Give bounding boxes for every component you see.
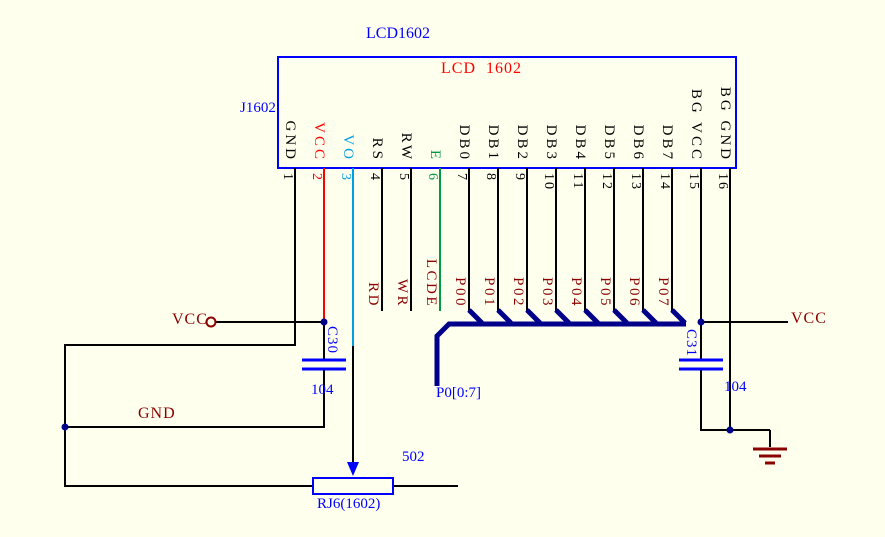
bus-entry-p04 xyxy=(583,308,600,325)
pin-name-db1: DB1 xyxy=(485,124,501,162)
pin-num-13: 13 xyxy=(628,173,643,191)
pin-num-9: 9 xyxy=(512,173,527,182)
bus-entry-p01 xyxy=(496,308,513,325)
net-label-p06: P06 xyxy=(626,277,642,308)
capacitors xyxy=(302,358,723,371)
pin-num-5: 5 xyxy=(396,173,411,182)
gnd-label: GND xyxy=(138,405,176,422)
pin-num-3: 3 xyxy=(338,173,353,182)
pin-num-2: 2 xyxy=(309,173,324,182)
pin-num-10: 10 xyxy=(541,173,556,191)
junction-dots xyxy=(61,318,734,434)
pin-name-vo: VO xyxy=(340,134,356,162)
junction-vcc-left xyxy=(320,318,328,326)
potentiometer-body xyxy=(312,477,394,495)
bus-entry-p05 xyxy=(612,308,629,325)
net-label-wr: WR xyxy=(394,278,410,308)
net-label-p00: P00 xyxy=(452,277,468,308)
bus-entry-p00 xyxy=(467,308,484,325)
pin-name-db2: DB2 xyxy=(514,124,530,162)
rj6-value: 502 xyxy=(402,449,425,465)
pin-name-rs: RS xyxy=(369,137,385,162)
pin-num-6: 6 xyxy=(425,173,440,182)
junction-gnd-left xyxy=(61,423,69,431)
pin-name-e: E xyxy=(427,149,443,162)
lcd-designator: J1602 xyxy=(240,100,276,116)
pin-num-4: 4 xyxy=(367,173,382,182)
net-label-p04: P04 xyxy=(568,277,584,308)
vcc-left-label: VCC xyxy=(172,311,208,328)
net-label-p02: P02 xyxy=(510,277,526,308)
c30-ref: C30 xyxy=(324,326,340,355)
pin-name-db7: DB7 xyxy=(659,124,675,162)
black-wires xyxy=(64,168,788,487)
bus-entries xyxy=(467,308,687,325)
net-label-rd: RD xyxy=(365,282,381,308)
net-label-p05: P05 xyxy=(597,277,613,308)
pin-name-db6: DB6 xyxy=(630,124,646,162)
pin-name-bgvcc: BG VCC xyxy=(688,88,704,162)
potentiometer-wiper-arrow-icon xyxy=(347,462,359,476)
pin-num-14: 14 xyxy=(657,173,672,191)
pin-num-11: 11 xyxy=(570,173,585,191)
bus-entry-p06 xyxy=(641,308,658,325)
net-label-p03: P03 xyxy=(539,277,555,308)
pin-num-15: 15 xyxy=(686,173,701,191)
c31-ref: C31 xyxy=(683,329,699,358)
ground-symbol-icon xyxy=(753,447,787,465)
bus-entry-p07 xyxy=(670,308,687,325)
c31-value: 104 xyxy=(724,379,747,395)
pin-name-db0: DB0 xyxy=(456,124,472,162)
pin-name-gnd: GND xyxy=(282,120,298,163)
pin-name-rw: RW xyxy=(398,132,414,162)
pin-name-db4: DB4 xyxy=(572,124,588,162)
rj6-ref: RJ6(1602) xyxy=(317,496,381,512)
pin-num-1: 1 xyxy=(280,173,295,182)
bus-entry-p02 xyxy=(525,308,542,325)
c30-value: 104 xyxy=(311,382,334,398)
pin-name-db3: DB3 xyxy=(543,124,559,162)
net-label-p07: P07 xyxy=(655,277,671,308)
sheet-title: LCD1602 xyxy=(366,25,430,42)
vcc-right-label: VCC xyxy=(791,310,827,327)
net-label-lcde: LCDE xyxy=(423,258,439,308)
pin-num-7: 7 xyxy=(454,173,469,182)
pin-name-bggnd: BG GND xyxy=(717,86,733,162)
p0-bus xyxy=(434,321,686,386)
pin-num-8: 8 xyxy=(483,173,498,182)
lcd-inner-label: LCD 1602 xyxy=(441,60,522,77)
pin-name-vcc: VCC xyxy=(311,122,327,162)
junction-vcc-right xyxy=(697,318,705,326)
vcc-port-circle-icon xyxy=(205,316,217,328)
pin-num-16: 16 xyxy=(715,173,730,191)
bus-entry-p03 xyxy=(554,308,571,325)
lcd-body-outline xyxy=(277,56,737,169)
pin-name-db5: DB5 xyxy=(601,124,617,162)
net-label-p01: P01 xyxy=(481,277,497,308)
junction-gnd-right xyxy=(726,426,734,434)
bus-net-label: P0[0:7] xyxy=(436,385,481,401)
pin-num-12: 12 xyxy=(599,173,614,191)
